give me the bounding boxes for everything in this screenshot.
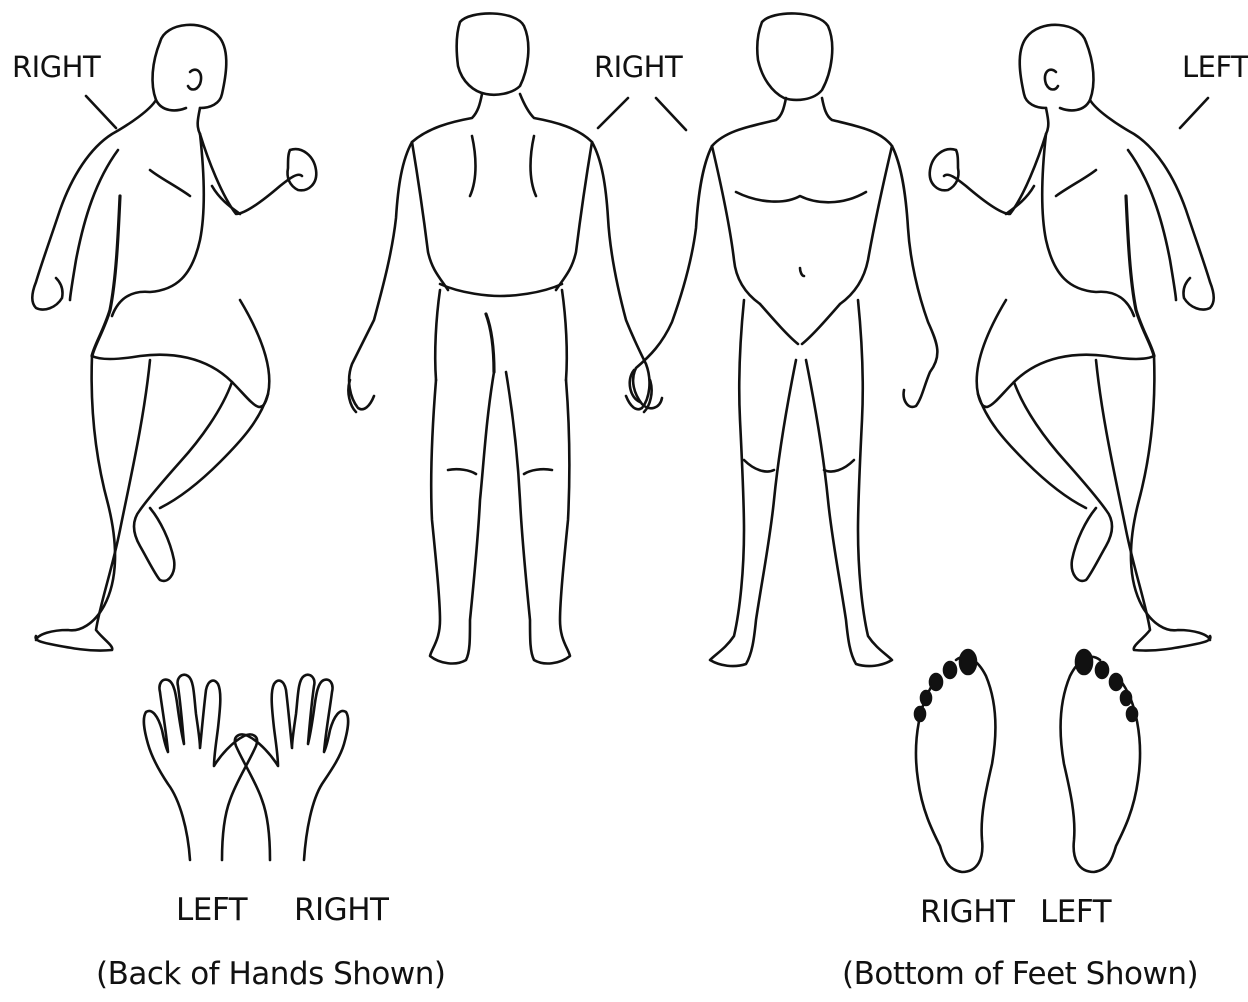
- label-left-side-figure: LEFT: [1182, 50, 1248, 84]
- side-figure-left-view: [930, 25, 1214, 651]
- caption-feet: (Bottom of Feet Shown): [842, 956, 1198, 992]
- left-foot-bottom: [1061, 650, 1140, 872]
- left-hand-back: [144, 675, 257, 860]
- label-hand-left: LEFT: [176, 892, 247, 928]
- label-foot-right: RIGHT: [920, 894, 1014, 930]
- leader-line-center-left: [598, 98, 628, 128]
- right-foot-bottom: [915, 650, 995, 872]
- label-center-right: RIGHT: [594, 50, 682, 84]
- leader-line-center-right: [656, 98, 686, 130]
- label-foot-left: LEFT: [1040, 894, 1111, 930]
- front-view-figure: [630, 13, 938, 666]
- leader-line-right-side: [86, 96, 116, 128]
- back-view-figure: [348, 13, 651, 663]
- caption-hands: (Back of Hands Shown): [96, 956, 445, 992]
- leader-line-left-side: [1180, 98, 1208, 128]
- label-right-side-figure: RIGHT: [12, 50, 100, 84]
- right-hand-back: [235, 675, 348, 860]
- label-hand-right: RIGHT: [294, 892, 388, 928]
- side-figure-right-view: [32, 25, 316, 651]
